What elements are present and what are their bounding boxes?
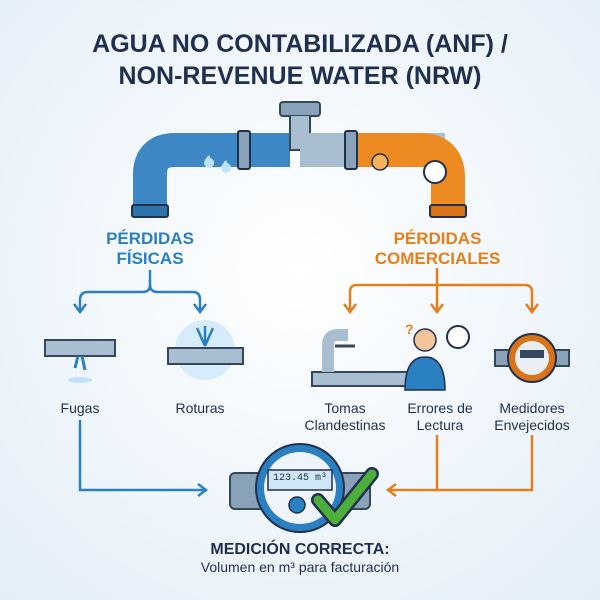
reader-person-icon: ? [404,321,470,391]
commercial-branch-arrows [343,268,539,497]
physical-line-1: PÉRDIDAS [106,229,194,248]
pipe-icon [131,101,467,218]
page-title: AGUA NO CONTABILIZADA (ANF) / NON-REVENU… [0,28,600,92]
physical-branch-arrows [73,270,209,497]
label-line: Medidores [499,400,565,416]
label-line: Clandestinas [304,417,386,433]
water-meter-icon [229,443,371,533]
burst-pipe-icon [167,320,244,380]
meter-reading: 123.45 m³ [272,473,327,484]
label-line: Lectura [416,417,464,433]
physical-losses-heading: PÉRDIDAS FÍSICAS [90,229,210,269]
physical-line-2: FÍSICAS [116,249,184,268]
commercial-losses-heading: PÉRDIDAS COMERCIALES [360,229,515,269]
old-meter-icon [494,333,570,383]
label-line: Errores de [407,400,473,416]
illegal-connection-icon [311,329,409,387]
commercial-line-1: PÉRDIDAS [393,229,482,248]
label-line: Envejecidos [494,417,570,433]
title-line-2: NON-REVENUE WATER (NRW) [118,62,482,90]
leaks-label: Fugas [60,400,100,416]
commercial-line-2: COMERCIALES [374,249,501,268]
breaks-label: Roturas [175,400,225,416]
leak-icon [44,339,116,383]
label-line: Tomas [324,400,366,416]
svg-text:?: ? [405,321,414,337]
result-subtitle: Volumen en m³ para facturación [200,559,400,575]
result-title: MEDICIÓN CORRECTA: [210,541,390,558]
title-line-1: AGUA NO CONTABILIZADA (ANF) / [92,30,508,58]
